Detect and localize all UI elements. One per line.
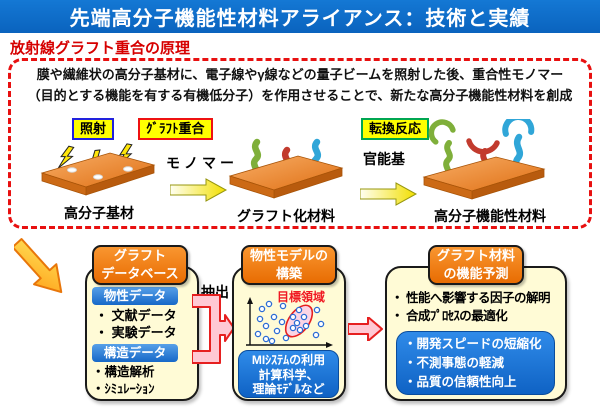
- list-item: ・開発スピードの短縮化: [404, 337, 542, 351]
- benefits-card: ・開発スピードの短縮化 ・不測事態の軽減 ・品質の信頼性向上: [396, 331, 555, 395]
- monomer-label: モノマー: [166, 155, 238, 171]
- function-prediction-title-line1: グラフト材料: [436, 248, 515, 264]
- material-label-substrate: 高分子基材: [64, 205, 134, 221]
- property-data-items: ・ 文献データ ・ 実験データ: [95, 307, 177, 341]
- graft-database-header: グラフト データベース: [92, 245, 188, 285]
- data-points: [254, 300, 325, 345]
- list-item: ・ 実験データ: [95, 325, 177, 341]
- property-model-title-line1: 物性モデルの: [249, 248, 328, 264]
- grafted-material-graphic: [228, 138, 344, 199]
- principle-description-line1: 膜や繊維状の高分子基材に、電子線やγ線などの量子ビームを照射した後、重合性モノマ…: [36, 67, 564, 82]
- function-prediction-header: グラフト材料 の機能予測: [428, 245, 524, 285]
- list-item: ・ 文献データ: [95, 308, 177, 323]
- arrow-right-icon: [170, 178, 228, 202]
- list-item: ・構造解析: [92, 365, 155, 379]
- mi-method-line: 計算科学、: [258, 367, 319, 382]
- prediction-items: ・ 性能へ影響する因子の解明 ・ 合成ﾌﾟﾛｾｽの最適化: [391, 290, 550, 325]
- graft-database-title-line1: グラフト: [113, 248, 166, 264]
- step-label-conversion-reaction: 転換反応: [361, 118, 430, 140]
- list-item: ・ 性能へ影響する因子の解明: [391, 291, 550, 305]
- functional-group-label: 官能基: [363, 151, 405, 167]
- merge-arrow-icon: [192, 294, 235, 364]
- function-prediction-title-line2: の機能予測: [443, 266, 509, 281]
- structure-data-items: ・構造解析 ・ｼﾐｭﾚｰｼｮﾝ: [92, 364, 155, 397]
- mi-method-card: MIｼｽﾃﾑの利用 計算科学、 理論ﾓﾃﾞﾙなど: [238, 350, 339, 398]
- section-title: 放射線グラフト重合の原理: [10, 40, 191, 57]
- graft-database-title-line2: データベース: [101, 266, 179, 281]
- list-item: ・不測事態の軽減: [404, 355, 505, 370]
- principle-description: 膜や繊維状の高分子基材に、電子線やγ線などの量子ビームを照射した後、重合性モノマ…: [20, 64, 580, 107]
- scatter-plot: [246, 297, 333, 348]
- mi-method-line: 理論ﾓﾃﾞﾙなど: [252, 382, 325, 397]
- material-label-grafted: グラフト化材料: [237, 208, 335, 224]
- polymer-substrate-graphic: [40, 143, 156, 196]
- mi-method-line: MIｼｽﾃﾑの利用: [251, 353, 326, 367]
- data-points-in-target: [289, 306, 310, 334]
- list-item: ・ｼﾐｭﾚｰｼｮﾝ: [92, 381, 155, 396]
- structure-data-label: 構造データ: [92, 344, 178, 362]
- page-title: 先端高分子機能性材料アライアンス：技術と実績: [0, 0, 600, 33]
- property-data-label: 物性データ: [92, 287, 178, 305]
- arrow-right-icon: [360, 182, 418, 206]
- flow-arrow-icon: [348, 317, 383, 341]
- property-model-header: 物性モデルの 構築: [241, 245, 337, 285]
- principle-description-line2: （目的とする機能を有する有機低分子）を作用させることで、新たな高分子機能性材料を…: [27, 88, 573, 104]
- principle-panel: [8, 58, 592, 229]
- functional-material-graphic: [422, 119, 546, 200]
- material-label-functional: 高分子機能性材料: [434, 208, 546, 224]
- list-item: ・ 合成ﾌﾟﾛｾｽの最適化: [391, 308, 508, 323]
- target-area-label: 目標領域: [277, 290, 326, 304]
- step-label-irradiation: 照射: [72, 118, 115, 140]
- list-item: ・品質の信頼性向上: [404, 374, 517, 389]
- step-label-graft-polymerization: ｸﾞﾗﾌﾄ重合: [138, 118, 213, 140]
- big-arrow-down-right-icon: [14, 238, 63, 294]
- property-model-title-line2: 構築: [275, 266, 302, 281]
